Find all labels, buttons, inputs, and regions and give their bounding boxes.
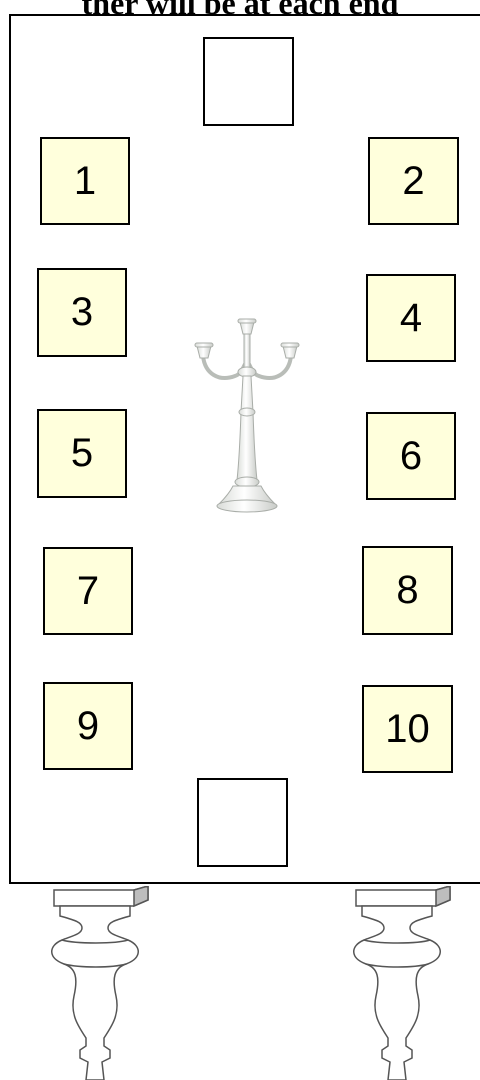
seat-8: 8: [362, 546, 453, 635]
end-seat-top: [203, 37, 294, 126]
table-leg-left-icon: [46, 886, 156, 1080]
seat-7: 7: [43, 547, 133, 635]
seat-9: 9: [43, 682, 133, 770]
seat-2: 2: [368, 137, 459, 225]
seat-1: 1: [40, 137, 130, 225]
seat-4: 4: [366, 274, 456, 362]
candelabra-icon: [185, 312, 310, 520]
seat-10: 10: [362, 685, 453, 773]
end-seat-bottom: [197, 778, 288, 867]
seat-6: 6: [366, 412, 456, 500]
seat-5: 5: [37, 409, 127, 498]
table-leg-right-icon: [348, 886, 458, 1080]
seat-3: 3: [37, 268, 127, 357]
